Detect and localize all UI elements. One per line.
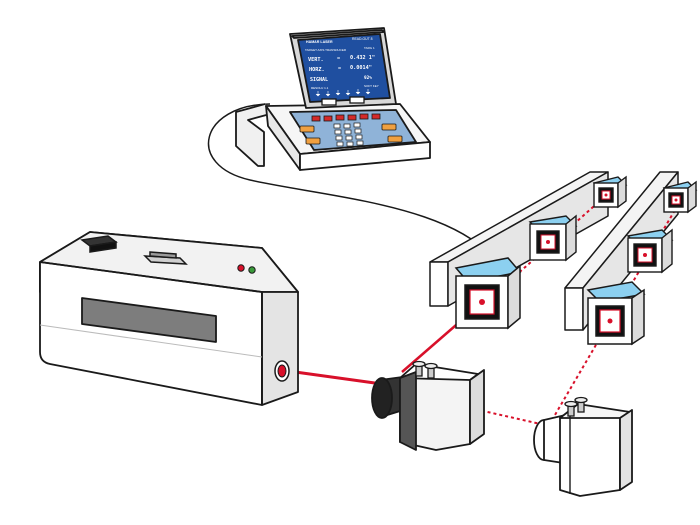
- transmitter-power-switch: [80, 235, 118, 253]
- function-key-4: [347, 114, 357, 121]
- sweep-head-front-knobs: [412, 360, 438, 379]
- target-rail2-mid: [626, 228, 674, 274]
- lcd-screen: [297, 33, 391, 103]
- laser-sweep-head-right: [533, 403, 633, 497]
- lcd-row-vert-value: 0.432 1": [350, 55, 375, 61]
- transmitter-handle: [143, 251, 188, 265]
- target-rail2-far: [662, 180, 698, 214]
- readout-model: READ-OUT 8: [352, 37, 373, 41]
- lcd-row-horz-value: 0.0014": [350, 65, 372, 71]
- target-rail1-mid: [528, 214, 578, 262]
- numeric-keypad: [333, 122, 364, 147]
- orange-key-left-bottom: [305, 137, 321, 145]
- orange-key-left-top: [299, 125, 315, 133]
- lcd-row-horz-label: HORZ.: [309, 67, 325, 73]
- lcd-row-vert-label: VERT.: [308, 57, 324, 63]
- laser-aperture: [274, 360, 290, 382]
- lcd-row-horz-eq: =: [338, 66, 341, 72]
- orange-keys: [299, 123, 403, 145]
- lid-hinges: [321, 96, 365, 106]
- sweep-head-right-knobs: [564, 396, 588, 417]
- lcd-row-vert-eq: =: [337, 56, 340, 62]
- indicator-light-red: [237, 264, 245, 272]
- target-rail2-near: [586, 281, 646, 346]
- function-keys: [311, 113, 381, 122]
- lcd-header-left: TARGET AXIS TRANSDUCER: [305, 48, 347, 52]
- function-key-1: [311, 115, 321, 122]
- orange-key-right-bottom: [387, 135, 403, 143]
- lcd-soft-key-arrows: [315, 89, 371, 97]
- lcd-display-content: HAMAR LASER READ-OUT 8 TARGET AXIS TRANS…: [305, 37, 379, 97]
- function-key-3: [335, 114, 345, 121]
- readout-cable: [207, 103, 506, 276]
- lcd-footer-right: SOFT KEY: [364, 84, 379, 88]
- lcd-row-signal-label: SIGNAL: [310, 77, 328, 83]
- function-key-2: [323, 115, 333, 122]
- keypad-panel: [289, 109, 417, 151]
- lcd-header-right: TARG 1: [364, 46, 375, 50]
- readout-brand: HAMAR LASER: [306, 40, 333, 44]
- lcd-footer-left: RESOLU 1.1: [311, 86, 329, 90]
- indicator-light-green: [248, 266, 256, 274]
- laser-beam-main: [287, 369, 383, 386]
- target-rail1-near: [454, 257, 522, 330]
- function-key-6: [371, 113, 381, 120]
- function-key-5: [359, 113, 369, 120]
- lcd-row-signal-value: 92%: [364, 75, 372, 81]
- target-rail1-far: [592, 175, 628, 209]
- orange-key-right-top: [381, 123, 397, 131]
- readout-device: [235, 27, 431, 171]
